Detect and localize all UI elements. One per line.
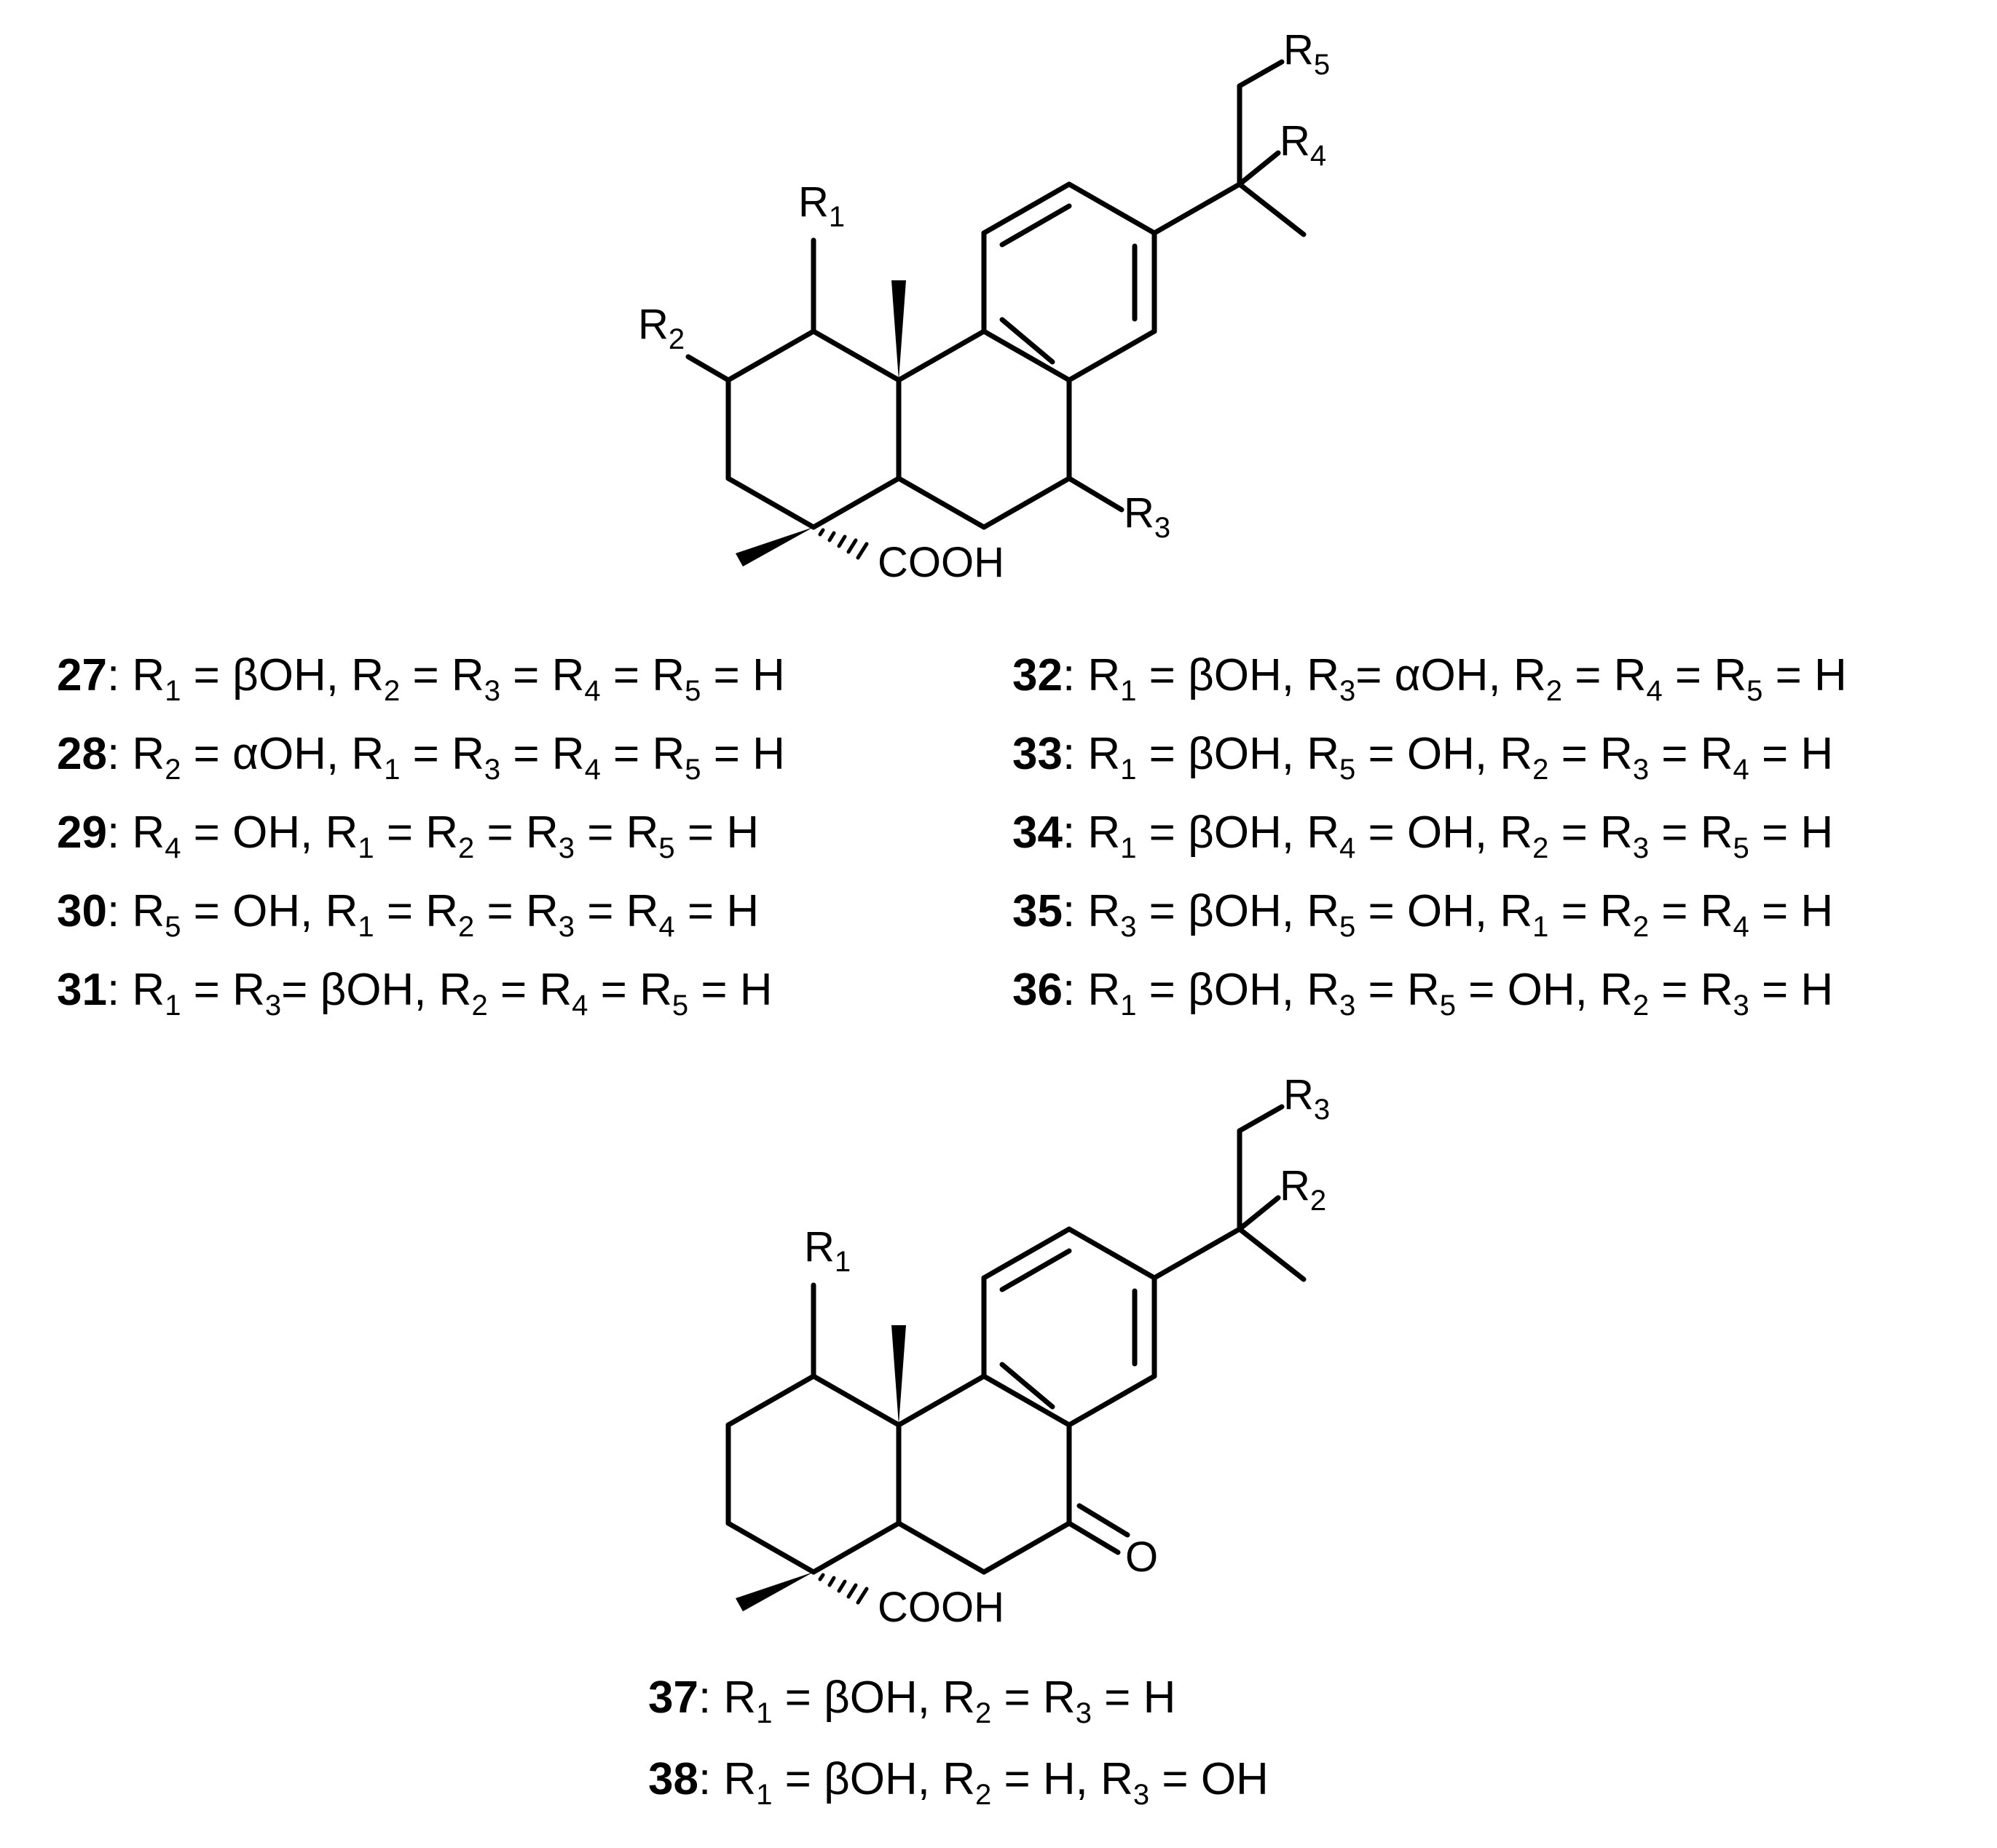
compound-list-a-right: 32: R1​ = βOH, R3​= αOH, R2​ = R4​ = R5​…	[1012, 650, 1847, 1022]
label-r3: R3	[1124, 489, 1170, 544]
label-r2: R2	[638, 301, 685, 355]
label-cooh-b: COOH	[878, 1584, 1004, 1631]
label-r1-b: R1	[804, 1223, 851, 1278]
label-r3-b: R3	[1283, 1071, 1330, 1126]
compound-definition: 27: R1​ = βOH, R2​ = R3​ = R4​ = R5​ = H	[57, 650, 785, 707]
label-r2-b: R2	[1280, 1162, 1326, 1217]
label-cooh: COOH	[878, 539, 1004, 586]
structure-b: R1 R2 R3 O COOH	[725, 1071, 1330, 1631]
label-r1: R1	[798, 178, 845, 233]
compound-definition: 36: R1​ = βOH, R3​ = R5​ = OH, R2​ = R3​…	[1012, 965, 1833, 1022]
compound-list-a-left: 27: R1​ = βOH, R2​ = R3​ = R4​ = R5​ = H…	[57, 650, 785, 1022]
label-r4: R4	[1280, 117, 1326, 172]
label-oxo: O	[1125, 1533, 1158, 1581]
compound-definition: 35: R3​ = βOH, R5​ = OH, R1​ = R2​ = R4​…	[1012, 886, 1833, 943]
compound-definition: 29: R4​ = OH, R1​ = R2​ = R3​ = R5​ = H	[57, 807, 759, 864]
compound-definition: 38: R1​ = βOH, R2​ = H, R3​ = OH	[648, 1754, 1269, 1811]
compound-definition: 28: R2​ = αOH, R1​ = R3​ = R4​ = R5​ = H	[57, 729, 785, 786]
compound-definition: 34: R1​ = βOH, R4​ = OH, R2​ = R3​ = R5​…	[1012, 807, 1833, 864]
compound-definition: 30: R5​ = OH, R1​ = R2​ = R3​ = R4​ = H	[57, 886, 759, 943]
label-r5: R5	[1283, 26, 1330, 81]
compound-definition: 32: R1​ = βOH, R3​= αOH, R2​ = R4​ = R5​…	[1012, 650, 1847, 707]
compound-definition: 31: R1​ = R3​= βOH, R2​ = R4​ = R5​ = H	[57, 965, 773, 1022]
compound-definition: 33: R1​ = βOH, R5​ = OH, R2​ = R3​ = R4​…	[1012, 729, 1833, 786]
compound-list-b: 37: R1​ = βOH, R2​ = R3​ = H 38: R1​ = βO…	[648, 1673, 1269, 1811]
compound-definition: 37: R1​ = βOH, R2​ = R3​ = H	[648, 1673, 1175, 1729]
structure-a: R1 R2 R3 R4 R5 COOH	[638, 26, 1330, 586]
